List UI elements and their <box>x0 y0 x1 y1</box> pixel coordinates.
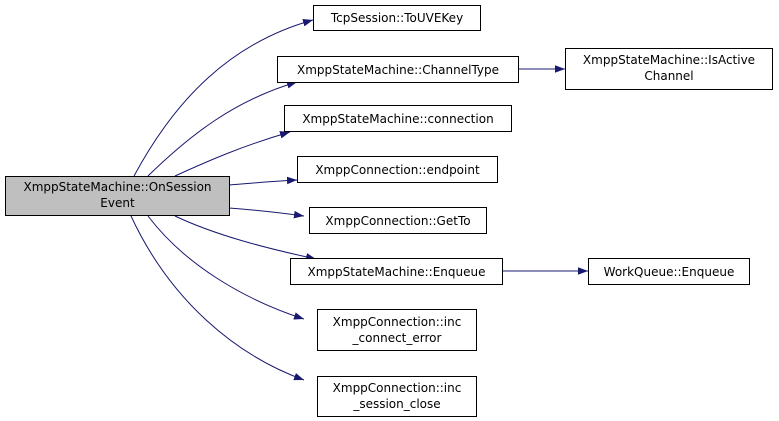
node-endpoint[interactable]: XmppConnection::endpoint <box>297 156 498 183</box>
nodes: XmppStateMachine::OnSession Event TcpSes… <box>5 5 773 417</box>
node-inc-session-close-label-line-2: _session_close <box>352 397 440 411</box>
node-root-label-line-2: Event <box>100 196 135 210</box>
node-get-to[interactable]: XmppConnection::GetTo <box>309 207 487 234</box>
node-to-uve-key[interactable]: TcpSession::ToUVEKey <box>313 5 481 31</box>
node-channel-type[interactable]: XmppStateMachine::ChannelType <box>277 56 519 83</box>
node-inc-session-close-label-line-1: XmppConnection::inc <box>333 381 462 395</box>
node-is-active-channel-label-line-2: Channel <box>644 69 693 83</box>
edge-root-to-get-to <box>228 207 305 219</box>
node-inc-connect-error-label-line-1: XmppConnection::inc <box>333 315 462 329</box>
node-enqueue-label: XmppStateMachine::Enqueue <box>307 265 485 279</box>
node-inc-connect-error[interactable]: XmppConnection::inc _connect_error <box>317 309 477 351</box>
edge-root-to-endpoint <box>228 176 298 186</box>
node-to-uve-key-label: TcpSession::ToUVEKey <box>330 11 463 25</box>
node-is-active-channel-label-line-1: XmppStateMachine::IsActive <box>583 53 755 67</box>
node-get-to-label: XmppConnection::GetTo <box>325 214 470 228</box>
edge-root-to-enqueue <box>174 215 317 261</box>
node-workqueue-enqueue[interactable]: WorkQueue::Enqueue <box>588 258 750 285</box>
node-connection[interactable]: XmppStateMachine::connection <box>284 105 512 132</box>
node-channel-type-label: XmppStateMachine::ChannelType <box>297 63 499 77</box>
node-endpoint-label: XmppConnection::endpoint <box>315 163 480 177</box>
node-workqueue-enqueue-label: WorkQueue::Enqueue <box>604 265 735 279</box>
node-enqueue[interactable]: XmppStateMachine::Enqueue <box>290 258 503 285</box>
edge-root-to-session-close <box>130 215 305 381</box>
edge-root-to-to-uve-key <box>133 19 314 177</box>
node-inc-session-close[interactable]: XmppConnection::inc _session_close <box>317 376 477 417</box>
node-inc-connect-error-label-line-2: _connect_error <box>352 331 442 345</box>
node-connection-label: XmppStateMachine::connection <box>302 112 493 126</box>
node-root-label-line-1: XmppStateMachine::OnSession <box>23 180 211 194</box>
edge-root-to-connect-error <box>147 215 305 320</box>
node-root[interactable]: XmppStateMachine::OnSession Event <box>5 176 230 216</box>
node-is-active-channel[interactable]: XmppStateMachine::IsActive Channel <box>565 48 773 90</box>
edges <box>130 19 588 381</box>
edge-root-to-connection <box>174 131 291 177</box>
edge-root-to-channel-type <box>147 81 298 177</box>
